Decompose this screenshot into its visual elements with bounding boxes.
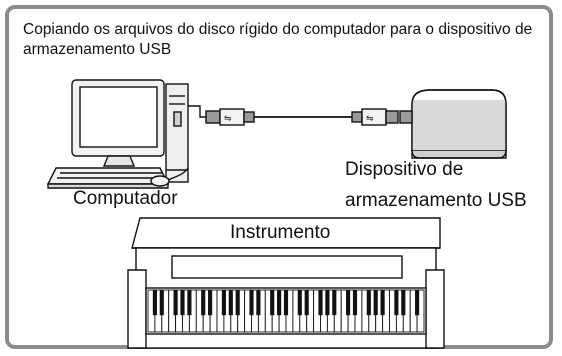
black-key bbox=[366, 290, 371, 316]
black-key bbox=[208, 290, 213, 316]
instrument-label: Instrumento bbox=[230, 222, 331, 243]
black-key bbox=[401, 290, 406, 316]
usb-cable-icon: ⇋ ⇋ bbox=[188, 105, 399, 126]
black-key bbox=[325, 290, 330, 316]
black-key bbox=[304, 290, 309, 316]
black-key bbox=[270, 290, 275, 316]
black-key bbox=[187, 290, 192, 316]
black-key bbox=[352, 290, 358, 316]
black-key bbox=[394, 290, 399, 316]
black-key bbox=[173, 290, 178, 316]
black-key bbox=[152, 290, 157, 316]
usb-device-label-line2: armazenamento USB bbox=[345, 190, 527, 211]
black-key bbox=[332, 290, 337, 316]
black-key bbox=[346, 290, 351, 316]
black-key bbox=[228, 290, 233, 316]
black-key bbox=[380, 290, 385, 316]
black-key bbox=[159, 290, 164, 316]
black-key bbox=[256, 290, 261, 316]
black-key bbox=[249, 290, 254, 316]
svg-text:⇋: ⇋ bbox=[224, 114, 232, 124]
keyboard-instrument-icon bbox=[127, 217, 445, 349]
usb-device-label-line1: Dispositivo de bbox=[345, 159, 464, 180]
black-key bbox=[283, 290, 289, 316]
black-key bbox=[318, 290, 323, 316]
diagram-title: Copiando os arquivos do disco rígido do … bbox=[23, 21, 533, 58]
black-key bbox=[415, 290, 420, 316]
computer-label: Computador bbox=[73, 188, 178, 209]
black-key bbox=[180, 290, 185, 316]
black-key bbox=[297, 290, 302, 316]
usb-storage-icon bbox=[399, 89, 507, 159]
black-key bbox=[373, 290, 378, 316]
svg-text:⇋: ⇋ bbox=[366, 114, 374, 124]
black-key bbox=[201, 290, 206, 316]
black-key bbox=[235, 290, 240, 316]
black-key bbox=[221, 290, 226, 316]
computer-icon bbox=[46, 79, 189, 189]
black-key bbox=[277, 290, 282, 316]
